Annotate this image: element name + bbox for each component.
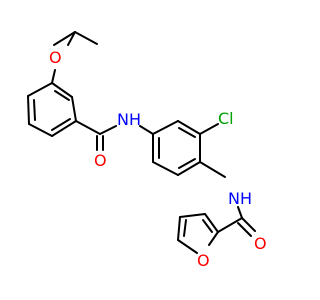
bond-ring2-inner-1 <box>178 127 196 138</box>
atom-label-amide1-nh: NH <box>117 110 141 129</box>
bond-furan-e <box>204 213 219 233</box>
bond-carbonyl2-to-furan <box>217 217 243 233</box>
bond-ring2-e <box>152 161 179 176</box>
bond-ring1-f <box>27 82 53 97</box>
bond-carbonyl2-o-1 <box>241 217 256 232</box>
bond-ring1-inner-1 <box>54 90 70 101</box>
bond-isopropyl-to-ether-o <box>67 31 76 46</box>
atom-label-furan-o: O <box>197 251 210 270</box>
atom-label-amide2-nh: NH <box>228 189 252 208</box>
bond-ring2-to-cl <box>199 123 219 135</box>
molecule-structure-diagram: O NH O Cl NH O O <box>0 0 300 300</box>
bond-furan-c <box>177 216 181 241</box>
bond-ring1-c <box>51 120 77 137</box>
bond-furan-inner-2 <box>202 219 213 233</box>
bond-furan-d <box>179 213 206 218</box>
bond-ether-o-to-ring <box>51 69 56 84</box>
bond-ring1-to-carbonyl <box>75 120 101 135</box>
bond-isopropyl-methyl-right <box>74 31 98 45</box>
bond-furan-inner-1 <box>183 219 187 237</box>
bond-ring1-e <box>27 95 30 125</box>
atom-label-amide1-o: O <box>94 151 107 170</box>
bond-ring2-b <box>177 120 201 135</box>
atom-label-chlorine: Cl <box>218 109 234 128</box>
bond-ring1-inner-2 <box>51 118 71 131</box>
bond-ring1-d <box>28 123 53 137</box>
atom-label-ether-o: O <box>49 48 62 67</box>
bond-carbonyl2-o-2 <box>237 222 252 237</box>
atom-label-amide2-o: O <box>254 234 267 253</box>
bond-furan-b <box>177 239 198 254</box>
bond-nh2-to-carbonyl <box>237 206 243 219</box>
background <box>0 0 300 300</box>
bond-ring2-a <box>152 120 179 135</box>
bonds <box>27 31 256 254</box>
atom-labels: O NH O Cl NH O O <box>49 48 267 270</box>
bond-ring1-a <box>51 82 73 98</box>
bond-ring1-b <box>71 96 77 122</box>
bond-ring2-inner-2 <box>178 158 196 169</box>
bond-ring2-to-nh2 <box>199 161 226 178</box>
bond-ring1-inner-3 <box>33 99 36 121</box>
bond-isopropyl-methyl-left <box>53 31 76 46</box>
bond-nh-to-ring2 <box>139 125 154 135</box>
bond-carbonyl-to-nh <box>99 125 117 135</box>
bond-ring2-d <box>177 161 201 176</box>
bond-furan-a <box>208 231 219 246</box>
